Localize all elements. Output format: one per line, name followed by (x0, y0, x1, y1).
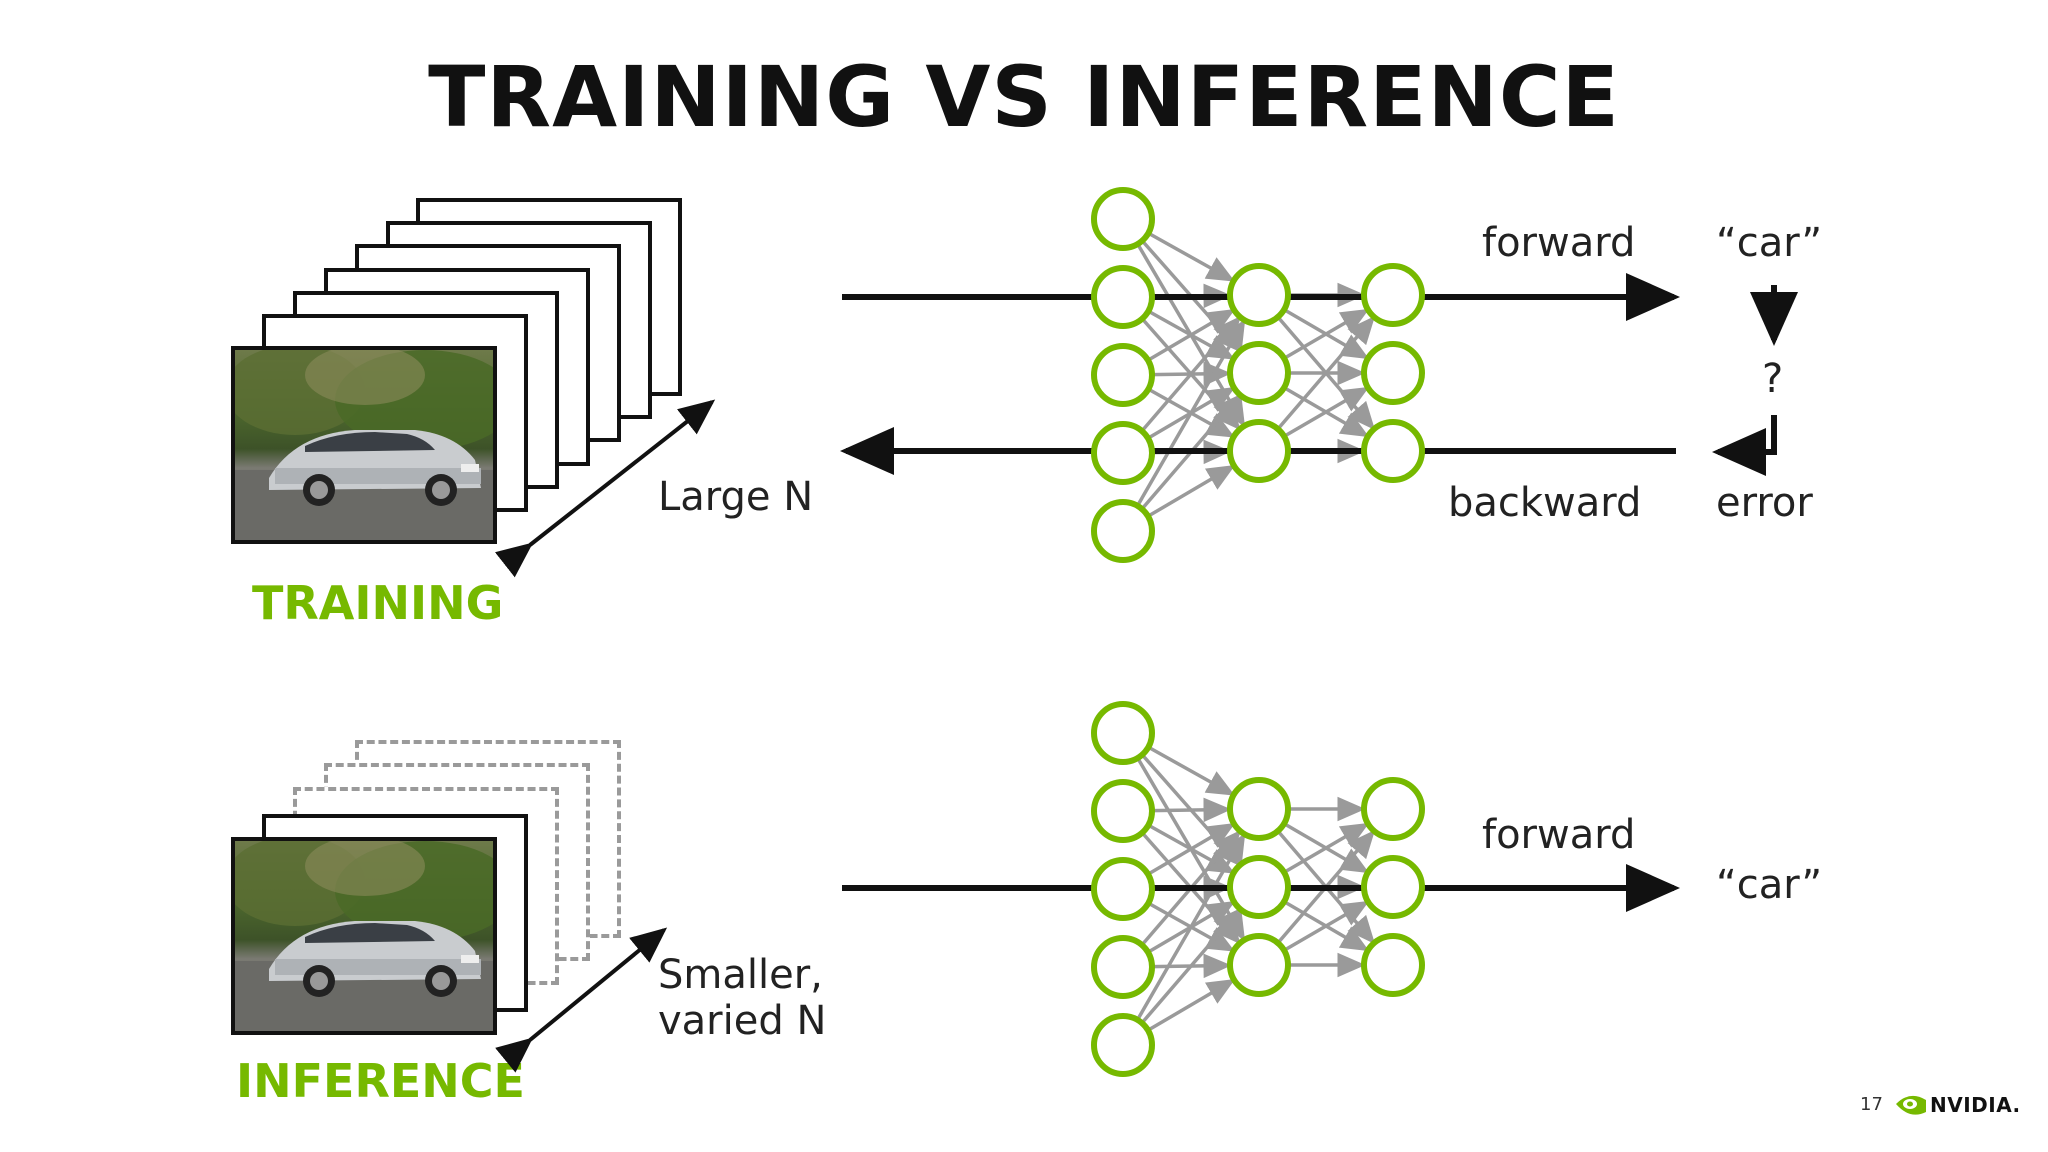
network-edge (1147, 978, 1236, 1032)
inference-batch-label-line1: Smaller, (658, 952, 823, 998)
network-node (1227, 263, 1291, 327)
error-label: error (1716, 480, 1813, 526)
car-photo (231, 837, 497, 1035)
inference-output-label: “car” (1716, 862, 1823, 908)
network-node (1091, 187, 1155, 251)
network-node (1091, 1013, 1155, 1077)
network-node (1091, 857, 1155, 921)
training-label: TRAINING (252, 576, 504, 630)
page-title: TRAINING VS INFERENCE (428, 48, 1620, 146)
batch-size-arrow (494, 399, 716, 578)
network-node (1361, 933, 1425, 997)
inference-forward-label: forward (1482, 812, 1636, 858)
nvidia-logo-icon (1896, 1095, 1926, 1115)
network-node (1091, 421, 1155, 485)
network-node (1091, 343, 1155, 407)
network-node (1227, 777, 1291, 841)
inference-batch-label-line2: varied N (658, 998, 827, 1044)
network-edge (1147, 745, 1235, 796)
network-node (1361, 419, 1425, 483)
network-edge (1283, 386, 1370, 438)
network-nodes (1091, 187, 1425, 563)
network-nodes (1091, 701, 1425, 1077)
network-edge (1283, 900, 1370, 952)
network-node (1091, 779, 1155, 843)
brand-name: NVIDIA. (1930, 1093, 2021, 1117)
training-backward-label: backward (1448, 480, 1642, 526)
network-edge (1135, 318, 1246, 507)
training-forward-label: forward (1482, 220, 1636, 266)
batch-size-arrow (495, 927, 668, 1073)
network-node (1091, 935, 1155, 999)
network-node (1361, 777, 1425, 841)
network-edge (1151, 797, 1232, 823)
network-node (1227, 855, 1291, 919)
car-photo (231, 346, 497, 544)
network-edge (1135, 832, 1246, 1021)
network-edge (1147, 464, 1236, 518)
network-node (1361, 341, 1425, 405)
training-output-label: “car” (1716, 220, 1823, 266)
network-edge (1276, 315, 1376, 431)
inference-label: INFERENCE (236, 1054, 525, 1108)
network-node (1091, 265, 1155, 329)
network-node (1361, 263, 1425, 327)
network-node (1091, 701, 1155, 765)
network-node (1227, 933, 1291, 997)
network-node (1227, 419, 1291, 483)
network-edge (1140, 907, 1242, 1025)
network-node (1361, 855, 1425, 919)
network-node (1091, 499, 1155, 563)
network-edge (1147, 231, 1235, 282)
question-label: ? (1762, 356, 1784, 402)
network-node (1227, 341, 1291, 405)
page-number: 17 (1860, 1094, 1883, 1115)
return-arrow (1712, 415, 1777, 476)
